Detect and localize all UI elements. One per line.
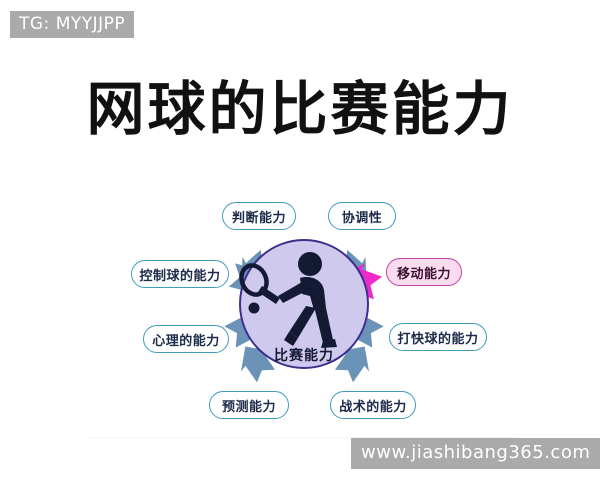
node-label-prediction[interactable]: 预测能力 <box>209 391 289 419</box>
node-label-ball-control[interactable]: 控制球的能力 <box>131 260 229 288</box>
node-label-tactics[interactable]: 战术的能力 <box>330 391 416 419</box>
divider-line <box>88 437 518 438</box>
node-label-mental[interactable]: 心理的能力 <box>143 325 229 353</box>
center-label: 比赛能力 <box>274 348 334 364</box>
node-label-judgment[interactable]: 判断能力 <box>222 202 296 230</box>
center-circle <box>239 239 369 369</box>
watermark-bottom-right: www.jiashibang365.com <box>351 438 600 469</box>
tennis-player-icon <box>239 252 337 348</box>
watermark-top-left: TG: MYYJJPP <box>10 11 135 38</box>
arrow-prediction <box>240 346 276 383</box>
arrow-tactics <box>334 346 370 383</box>
node-label-movement[interactable]: 移动能力 <box>386 258 462 286</box>
node-label-fastball[interactable]: 打快球的能力 <box>389 323 487 351</box>
diagram-graphics <box>224 239 384 383</box>
page-title: 网球的比赛能力 <box>86 75 514 143</box>
node-label-coordination[interactable]: 协调性 <box>328 202 396 230</box>
ability-diagram: 比赛能力 判断能力 协调性 控制球的能力 移动能力 心理的能力 打快球的能力 预… <box>0 180 600 430</box>
